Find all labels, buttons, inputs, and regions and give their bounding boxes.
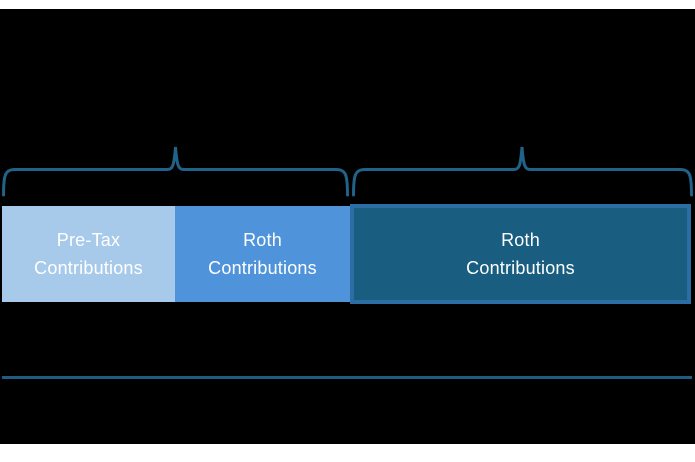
- bottom-white-strip: [0, 444, 695, 462]
- bottom-divider-line: [2, 376, 692, 379]
- right-brace: [352, 146, 693, 197]
- contribution-bar: Pre-Tax Contributions Roth Contributions…: [2, 204, 691, 304]
- left-brace-path: [2, 146, 349, 197]
- segment-roth-contributions-right: Roth Contributions: [350, 204, 691, 304]
- segment-label-pretax: Pre-Tax Contributions: [34, 230, 143, 278]
- segment-label-roth-mid: Roth Contributions: [208, 230, 317, 278]
- left-brace: [2, 146, 349, 197]
- right-brace-path: [352, 146, 693, 197]
- segment-roth-contributions-mid: Roth Contributions: [175, 206, 350, 302]
- segment-label-roth-right: Roth Contributions: [466, 230, 575, 278]
- top-white-strip: [0, 0, 695, 9]
- segment-pretax-contributions: Pre-Tax Contributions: [2, 206, 175, 302]
